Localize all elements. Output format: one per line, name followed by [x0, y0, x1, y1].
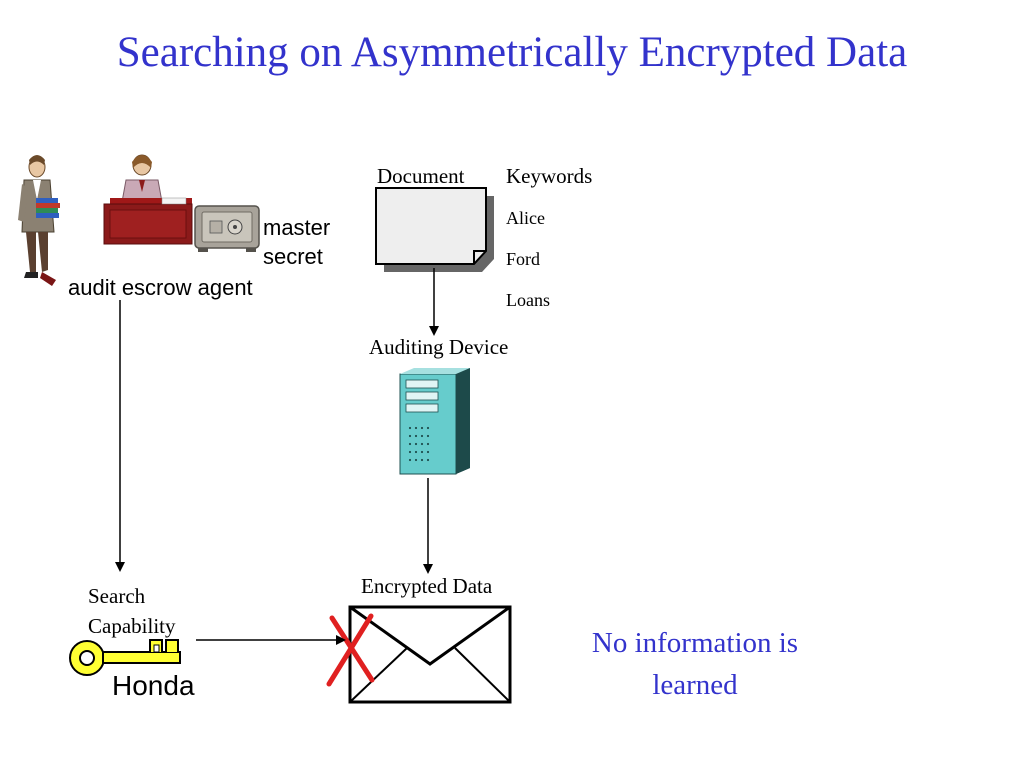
- envelope-icon: [348, 605, 512, 704]
- key-icon: [69, 639, 181, 676]
- document-label: Document: [377, 164, 465, 188]
- person-at-desk-icon: [103, 154, 193, 245]
- escrow-agent-label: audit escrow agent: [68, 275, 253, 300]
- reject-x-icon: [326, 613, 375, 687]
- key-name-label: Honda: [112, 670, 195, 701]
- keywords-header: Keywords: [506, 164, 593, 188]
- search-capability-label: Search Capability: [88, 584, 176, 638]
- safe-icon: [194, 205, 260, 252]
- conclusion-text: No information is learned: [591, 627, 799, 701]
- keyword-item: Alice: [506, 208, 545, 228]
- encrypted-data-label: Encrypted Data: [361, 574, 493, 598]
- keyword-item: Ford: [506, 249, 541, 269]
- slide-title: Searching on Asymmetrically Encrypted Da…: [116, 29, 908, 76]
- keyword-item: Loans: [506, 290, 550, 310]
- server-icon: [399, 368, 470, 475]
- person-with-books-icon: [18, 155, 60, 286]
- master-secret-label: master secret: [263, 215, 331, 269]
- auditing-device-label: Auditing Device: [369, 335, 509, 359]
- document-icon: [375, 187, 494, 272]
